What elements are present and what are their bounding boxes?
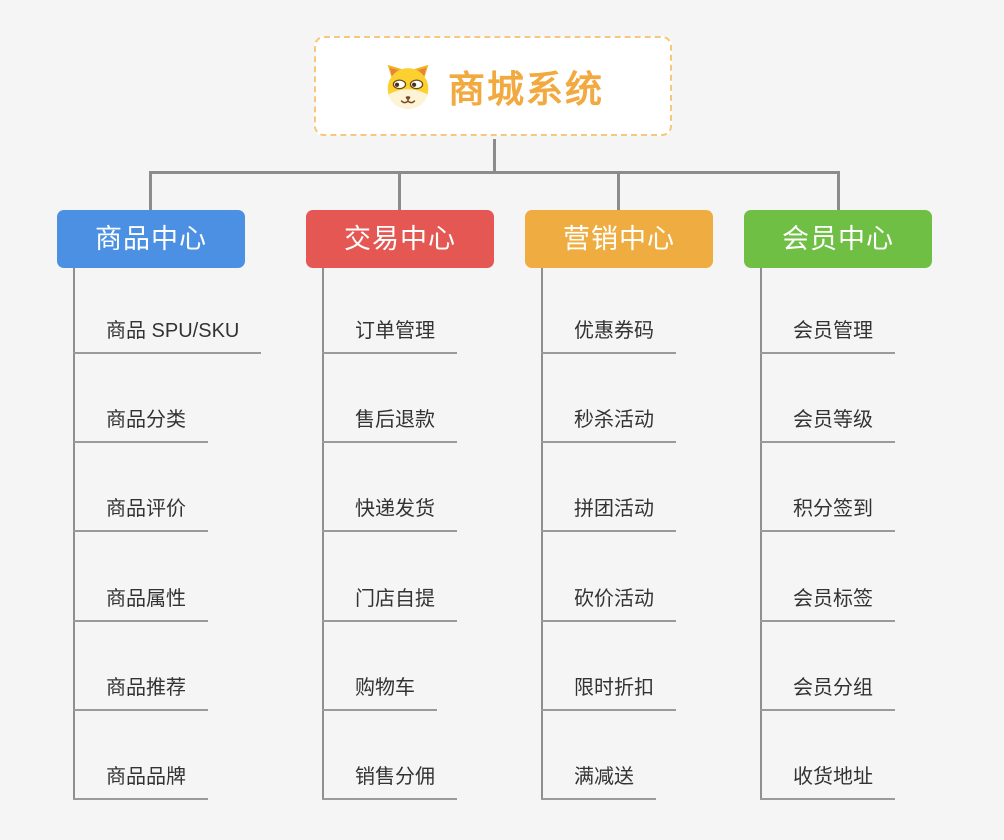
branch-stub-connector xyxy=(398,171,401,213)
branch-item[interactable]: 积分签到 xyxy=(760,496,895,532)
branch-item[interactable]: 优惠券码 xyxy=(541,318,676,354)
branch-item[interactable]: 收货地址 xyxy=(760,764,895,800)
branch-spine-connector xyxy=(760,268,762,800)
branch-spine-connector xyxy=(73,268,75,800)
branch-item[interactable]: 会员管理 xyxy=(760,318,895,354)
root-stem-connector xyxy=(493,139,496,173)
branch-item[interactable]: 会员等级 xyxy=(760,407,895,443)
branch-header-1[interactable]: 交易中心 xyxy=(306,210,494,268)
branch-item[interactable]: 快递发货 xyxy=(322,496,457,532)
branch-item[interactable]: 满减送 xyxy=(541,764,656,800)
branch-item[interactable]: 销售分佣 xyxy=(322,764,457,800)
branch-spine-connector xyxy=(322,268,324,800)
branch-header-2[interactable]: 营销中心 xyxy=(525,210,713,268)
branch-item[interactable]: 购物车 xyxy=(322,675,437,711)
branch-stub-connector xyxy=(149,171,152,213)
branch-1: 交易中心 订单管理售后退款快递发货门店自提购物车销售分佣 xyxy=(306,210,561,810)
branch-item[interactable]: 限时折扣 xyxy=(541,675,676,711)
branch-item[interactable]: 售后退款 xyxy=(322,407,457,443)
branch-item[interactable]: 拼团活动 xyxy=(541,496,676,532)
branch-item[interactable]: 门店自提 xyxy=(322,586,457,622)
branch-3: 会员中心 会员管理会员等级积分签到会员标签会员分组收货地址 xyxy=(744,210,999,810)
branch-header-0[interactable]: 商品中心 xyxy=(57,210,245,268)
branch-spine-connector xyxy=(541,268,543,800)
branch-item[interactable]: 商品属性 xyxy=(73,586,208,622)
branch-stub-connector xyxy=(617,171,620,213)
branch-stub-connector xyxy=(837,171,840,213)
root-node[interactable]: 商城系统 xyxy=(314,36,672,136)
root-title: 商城系统 xyxy=(448,69,604,110)
branch-item[interactable]: 订单管理 xyxy=(322,318,457,354)
dog-face-icon xyxy=(387,64,429,109)
branch-0: 商品中心 商品 SPU/SKU 商品分类商品评价商品属性商品推荐商品品牌 xyxy=(57,210,312,810)
branch-item[interactable]: 商品推荐 xyxy=(73,675,208,711)
branch-item[interactable]: 商品分类 xyxy=(73,407,208,443)
branch-item[interactable]: 会员标签 xyxy=(760,586,895,622)
branch-item[interactable]: 商品品牌 xyxy=(73,764,208,800)
branch-item[interactable]: 会员分组 xyxy=(760,675,895,711)
branch-item[interactable]: 秒杀活动 xyxy=(541,407,676,443)
branch-hline-connector xyxy=(149,171,840,174)
branch-item[interactable]: 商品 SPU/SKU xyxy=(73,318,262,354)
branch-header-3[interactable]: 会员中心 xyxy=(744,210,932,268)
branch-item[interactable]: 商品评价 xyxy=(73,496,208,532)
branch-2: 营销中心 优惠券码秒杀活动拼团活动砍价活动限时折扣满减送 xyxy=(525,210,780,810)
branch-item[interactable]: 砍价活动 xyxy=(541,586,676,622)
